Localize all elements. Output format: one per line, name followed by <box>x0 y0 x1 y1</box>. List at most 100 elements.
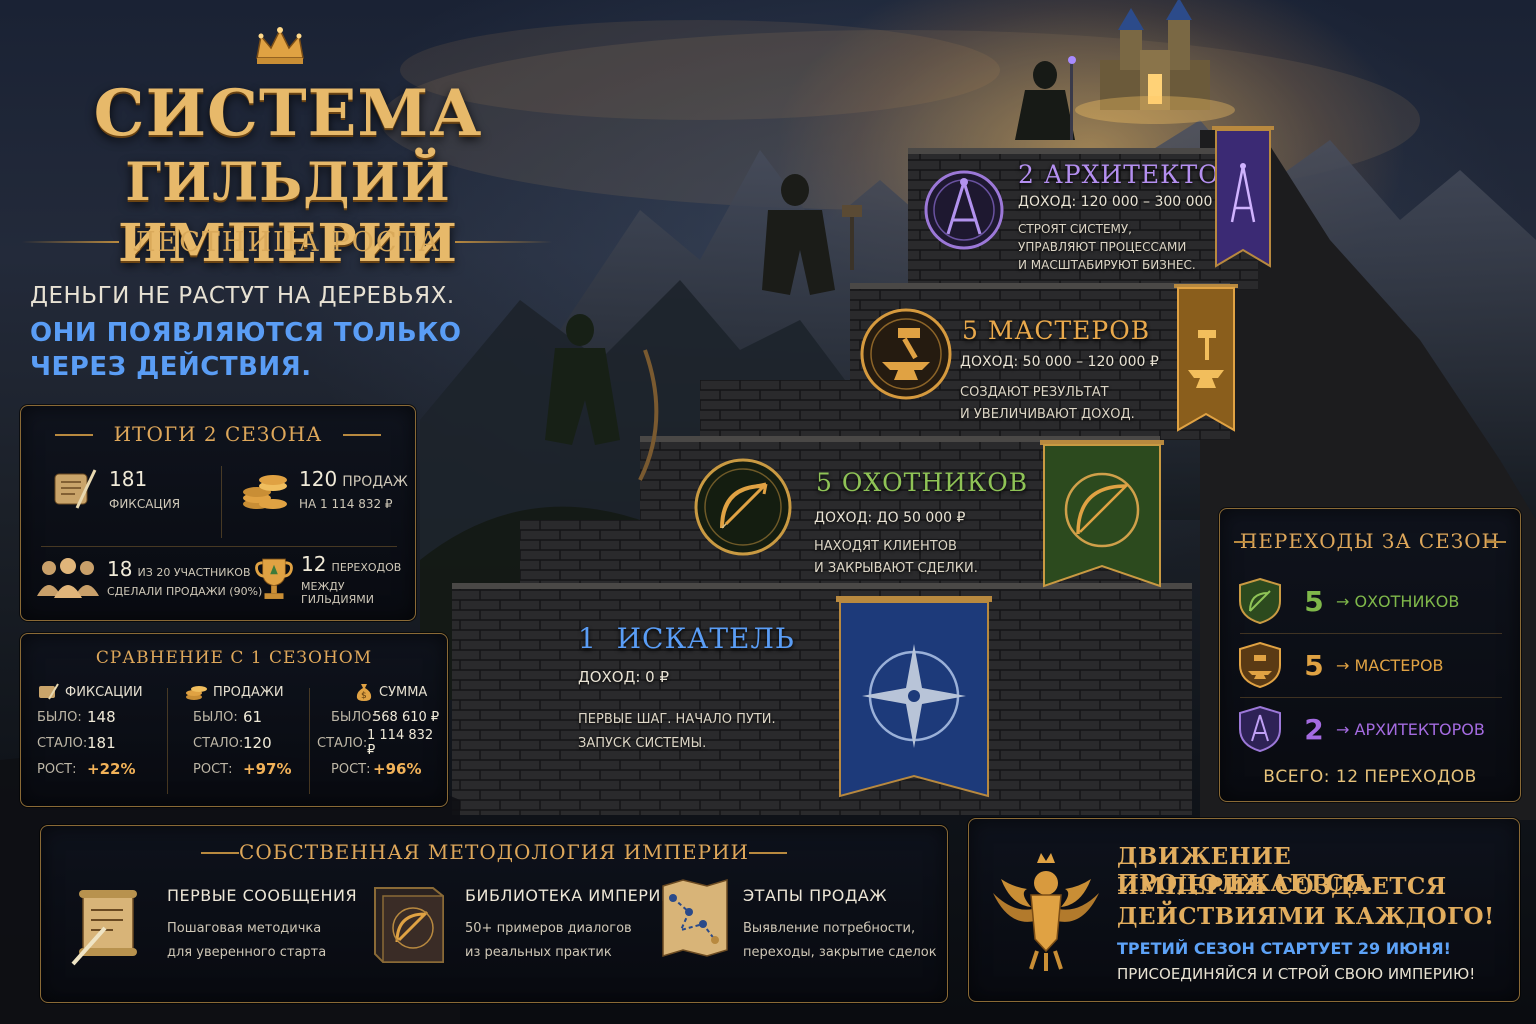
compare-col-fixations: ФИКСАЦИИ БЫЛО:148 СТАЛО:181 РОСТ:+22% <box>37 680 167 782</box>
arrow-decor <box>1486 541 1506 543</box>
compare-panel: СРАВНЕНИЕ С 1 СЕЗОНОМ ФИКСАЦИИ БЫЛО:148 … <box>20 633 448 807</box>
transitions-panel: ПЕРЕХОДЫ ЗА СЕЗОН 5 → ОХОТНИКОВ 5 → МАСТ… <box>1219 508 1521 802</box>
divider <box>309 688 310 794</box>
finale-line1: ДВИЖЕНИЕ ПРОДОЛЖАЕТСЯ. <box>1117 843 1374 897</box>
transitions-title: ПЕРЕХОДЫ ЗА СЕЗОН <box>1220 529 1520 553</box>
compare-now-row: СТАЛО:120 <box>181 730 311 756</box>
coins-icon <box>186 686 207 700</box>
desc-line: УПРАВЛЯЮТ ПРОЦЕССАМИ <box>1018 240 1187 254</box>
sales-sum: НА 1 114 832 ₽ <box>299 497 393 511</box>
compare-col-head: $ СУММА <box>317 680 445 704</box>
stat-transitions: 12 ПЕРЕХОДОВ МЕЖДУ ГИЛЬДИЯМИ <box>255 552 415 606</box>
crown-icon <box>256 27 304 64</box>
architect-banner-icon <box>1212 126 1274 268</box>
architect-compass-icon <box>924 170 1004 250</box>
tagline-primary: ДЕНЬГИ НЕ РАСТУТ НА ДЕРЕВЬЯХ. <box>30 283 455 309</box>
compare-col-sales: ПРОДАЖИ БЫЛО:61 СТАЛО:120 РОСТ:+97% <box>181 680 311 782</box>
method-item-title: ПЕРВЫЕ СООБЩЕНИЯ <box>167 886 358 905</box>
method-item-desc: Пошаговая методичка <box>167 921 322 936</box>
now-label: СТАЛО: <box>317 735 368 751</box>
desc-line: ПЕРВЫЕ ШАГ. НАЧАЛО ПУТИ. <box>578 712 776 727</box>
method-item-first-messages: ПЕРВЫЕ СООБЩЕНИЯ Пошаговая методичка для… <box>65 878 357 968</box>
tier-hunters-desc: НАХОДЯТ КЛИЕНТОВ И ЗАКРЫВАЮТ СДЕЛКИ. <box>814 536 978 580</box>
compare-col-sum: $ СУММА БЫЛО:568 610 ₽ СТАЛО:1 114 832 ₽… <box>317 680 445 782</box>
tier-seeker-num: 1 <box>578 622 597 655</box>
transitions-total: ВСЕГО: 12 ПЕРЕХОДОВ <box>1263 767 1477 787</box>
finale-call-to-action: ПРИСОЕДИНЯЙСЯ И СТРОЙ СВОЮ ИМПЕРИЮ! <box>1117 965 1476 983</box>
book-icon <box>374 887 444 963</box>
transitions-count: 12 <box>301 552 327 576</box>
compare-title: СРАВНЕНИЕ С 1 СЕЗОНОМ <box>95 648 373 668</box>
divider <box>41 546 397 547</box>
desc-line: И УВЕЛИЧИВАЮТ ДОХОД. <box>960 407 1135 422</box>
methodology-panel: СОБСТВЕННАЯ МЕТОДОЛОГИЯ ИМПЕРИИ ПЕРВЫЕ С… <box>40 825 948 1003</box>
transition-label: → АРХИТЕКТОРОВ <box>1336 719 1485 739</box>
page-subtitle: ЛЕСТНИЦА РОСТА <box>133 226 441 258</box>
desc-line: СОЗДАЮТ РЕЗУЛЬТАТ <box>960 385 1109 400</box>
svg-text:$: $ <box>361 691 367 701</box>
fixations-count: 181 <box>109 467 148 491</box>
fixations-label: ФИКСАЦИЯ <box>109 497 181 511</box>
tier-hunters-title: 5 ОХОТНИКОВ <box>816 468 1029 497</box>
trophy-icon <box>255 558 293 599</box>
now-value: 1 114 832 ₽ <box>367 728 434 758</box>
tier-seeker-income: ДОХОД: 0 ₽ <box>578 668 670 686</box>
method-item-library: БИБЛИОТЕКА ИМПЕРИИ 50+ примеров диалогов… <box>363 878 673 968</box>
now-label: СТАЛО: <box>193 735 244 751</box>
was-label: БЫЛО: <box>193 709 238 725</box>
finale-season-start: ТРЕТИЙ СЕЗОН СТАРТУЕТ 29 ИЮНЯ! <box>1117 939 1451 958</box>
divider <box>22 241 119 243</box>
money-bag-icon: $ <box>356 684 372 701</box>
was-value: 148 <box>87 708 116 726</box>
compare-now-row: СТАЛО:1 114 832 ₽ <box>317 728 445 758</box>
compare-was-row: БЫЛО:568 610 ₽ <box>317 704 445 730</box>
participants-count: 18 <box>107 556 133 581</box>
arrow-decor <box>201 852 239 854</box>
method-item-desc: Выявление потребности, <box>743 921 916 936</box>
tier-architects-desc: СТРОЯТ СИСТЕМУ, УПРАВЛЯЮТ ПРОЦЕССАМИ И М… <box>1018 220 1196 274</box>
transition-count: 5 <box>1304 648 1324 682</box>
arrow-decor <box>343 434 381 436</box>
hunter-shield-icon <box>1239 577 1281 625</box>
now-value: 120 <box>243 734 272 752</box>
master-figure <box>762 174 862 295</box>
finale-line3: ДЕЙСТВИЯМИ КАЖДОГО! <box>1117 903 1495 930</box>
arrow-decor <box>55 434 93 436</box>
tagline-accent-line2: ЧЕРЕЗ ДЕЙСТВИЯ. <box>30 352 312 382</box>
scroll-icon <box>39 683 59 700</box>
hunter-banner-icon <box>1040 440 1164 588</box>
transition-label: → МАСТЕРОВ <box>1336 655 1444 675</box>
compare-was-row: БЫЛО:148 <box>37 704 167 730</box>
divider <box>1240 697 1502 698</box>
compare-col-head: ПРОДАЖИ <box>181 680 311 704</box>
transition-count: 2 <box>1304 712 1324 746</box>
tagline-accent: ОНИ ПОЯВЛЯЮТСЯ ТОЛЬКО ЧЕРЕЗ ДЕЙСТВИЯ. <box>30 316 462 384</box>
stat-fixations: 181 ФИКСАЦИЯ <box>47 464 180 514</box>
finale-panel: ДВИЖЕНИЕ ПРОДОЛЖАЕТСЯ. ИМПЕРИЯ СОЗДАЕТСЯ… <box>968 818 1520 1002</box>
divider <box>1240 633 1502 634</box>
methodology-title-text: СОБСТВЕННАЯ МЕТОДОЛОГИЯ ИМПЕРИИ <box>239 840 749 864</box>
hunter-figure <box>545 314 659 481</box>
transitions-title-text: ПЕРЕХОДЫ ЗА СЕЗОН <box>1239 529 1501 553</box>
tier-seeker-title: 1 ИСКАТЕЛЬ <box>578 622 795 655</box>
was-label: БЫЛО: <box>331 709 376 725</box>
architect-figure <box>1015 56 1076 140</box>
method-item-sales-stages: ЭТАПЫ ПРОДАЖ Выявление потребности, пере… <box>659 878 937 965</box>
desc-line: ЗАПУСК СИСТЕМЫ. <box>578 736 707 751</box>
transition-count: 5 <box>1304 584 1324 618</box>
master-banner-icon <box>1174 284 1238 432</box>
people-group-icon <box>37 558 99 598</box>
hunter-bow-icon <box>694 458 792 556</box>
season-results-title: ИТОГИ 2 СЕЗОНА <box>21 422 415 446</box>
growth-label: РОСТ: <box>37 761 77 777</box>
was-value: 61 <box>243 708 263 726</box>
compare-growth-row: РОСТ:+96% <box>317 756 445 782</box>
scroll-quill-icon <box>54 469 97 509</box>
divider <box>167 688 168 794</box>
arrow-decor <box>1234 541 1254 543</box>
tier-seeker-word: ИСКАТЕЛЬ <box>616 622 795 655</box>
method-item-title: БИБЛИОТЕКА ИМПЕРИИ <box>465 886 674 905</box>
tier-seeker-desc: ПЕРВЫЕ ШАГ. НАЧАЛО ПУТИ. ЗАПУСК СИСТЕМЫ. <box>578 708 776 756</box>
tier-masters-desc: СОЗДАЮТ РЕЗУЛЬТАТ И УВЕЛИЧИВАЮТ ДОХОД. <box>960 382 1135 426</box>
transitions-word: ПЕРЕХОДОВ <box>331 561 402 574</box>
